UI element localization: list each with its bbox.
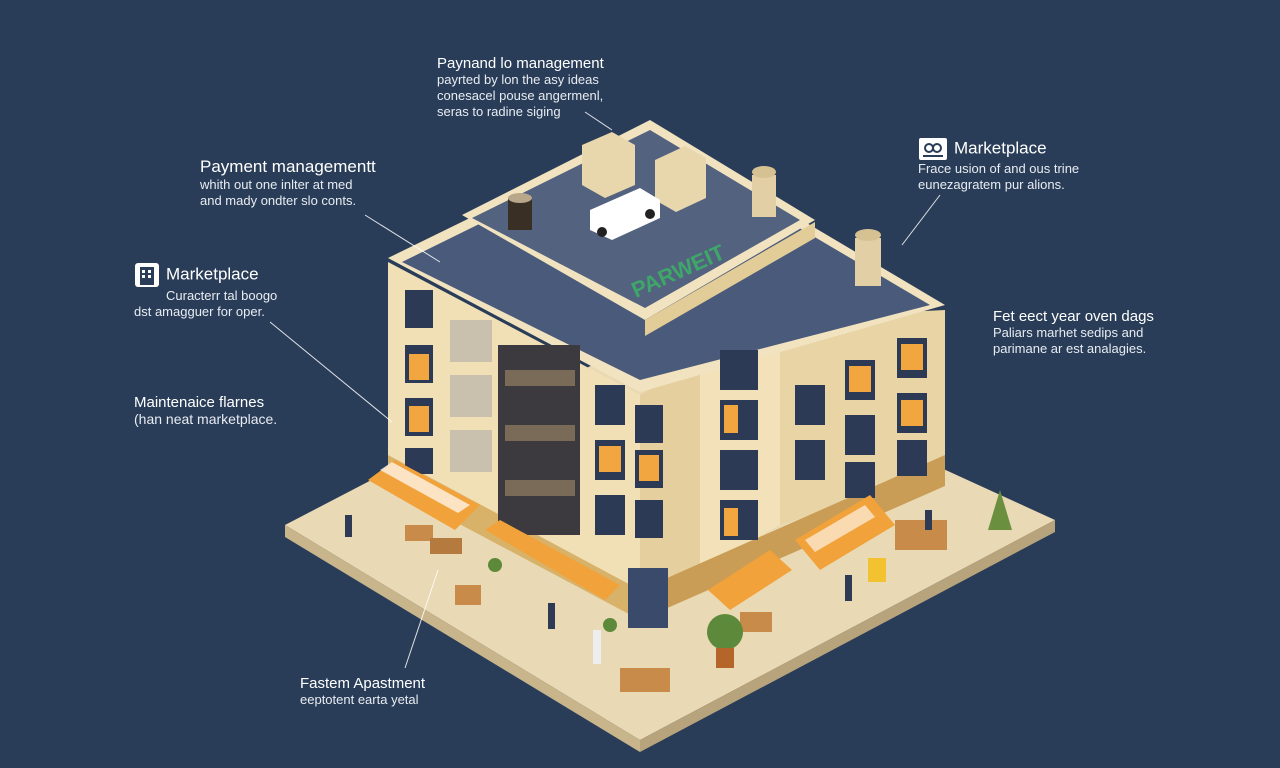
plant [603,618,617,632]
roof-box-1 [582,132,635,198]
chef-figure [593,630,601,664]
market-stall [620,668,670,692]
market-stall [455,585,481,605]
annotation-left-upper-line: and mady ondter slo conts. [200,193,357,208]
shop-door [628,568,668,628]
annotation-top-line: payrted by lon the asy ideas [437,72,599,87]
van-wheel [597,227,607,237]
annotation-left-maint: Maintenaice flarnes (han neat marketplac… [134,394,277,427]
building-icon [135,263,159,287]
lit-windows-right [849,344,923,426]
annotation-right-mid-line: parimane ar est analagies. [993,341,1147,356]
chimney-2 [855,238,881,286]
market-crate [430,538,462,554]
annotation-left-upper-title: Payment managementt [200,157,376,176]
roof-box-2 [655,146,706,212]
annotation-top-line: seras to radine siging [437,104,561,119]
annotation-top: Paynand lo management payrted by lon the… [437,55,604,120]
roof-van [590,188,660,240]
annotation-left-market: Marketplace Curacterr tal boogo dst amag… [134,262,277,320]
chimney-1-top [752,166,776,178]
annotation-top-title: Paynand lo management [437,55,604,72]
roof-vent [508,198,532,230]
annotation-left-upper-line: whith out one inlter at med [200,177,353,192]
ground-edge-right [640,520,1055,752]
pine-tree [988,490,1012,530]
annotation-top-line: conesacel pouse angermenl, [437,88,604,103]
chimney-1 [752,175,776,217]
potted-tree [707,614,743,650]
lit-windows-center [599,405,738,536]
ground-edge-left [285,525,640,752]
annotation-right-mid-title: Fet eect year oven dags [993,308,1154,325]
balconies [450,320,580,535]
people-card-icon [919,138,947,160]
yellow-bin [868,558,886,582]
awning-center [485,520,620,600]
annotation-right-mid: Fet eect year oven dags Paliars marhet s… [993,308,1154,357]
plant [488,558,502,572]
annotation-bottom-line: eeptotent earta yetal [300,692,419,707]
chimney-2-top [855,229,881,241]
annotation-right-market: Marketplace Frace usion of and ous trine… [918,137,1079,193]
annotation-left-market-heading: Marketplace [134,262,277,288]
annotation-left-market-line: Curacterr tal boogo [166,288,278,303]
annotation-bottom: Fastem Apastment eeptotent earta yetal [300,675,425,708]
van-wheel [645,209,655,219]
tree-pot [716,648,734,668]
market-stall [895,520,947,550]
roof-vent-top [508,193,532,203]
annotation-left-maint-title: Maintenaice flarnes [134,394,265,411]
annotation-left-market-title: Marketplace [166,264,259,284]
people [345,510,932,629]
lit-windows [409,354,429,432]
annotation-right-mid-line: Paliars marhet sedips and [993,325,1144,340]
market-crate [740,612,772,632]
awning-left [368,460,480,530]
annotation-left-market-line: dst amagguer for oper. [134,304,265,319]
annotation-left-maint-line: (han neat marketplace. [134,411,278,427]
annotation-right-market-line: Frace usion of and ous trine [918,161,1080,176]
annotation-left-upper: Payment managementt whith out one inlter… [200,157,376,209]
annotation-bottom-title: Fastem Apastment [300,675,426,692]
annotation-right-market-heading: Marketplace [918,137,1079,161]
market-crate [405,525,433,541]
annotation-right-market-title: Marketplace [954,138,1047,158]
awning-right [708,495,895,610]
annotation-right-market-line: eunezagratem pur alions. [918,177,1065,192]
roof-wall [645,222,815,336]
